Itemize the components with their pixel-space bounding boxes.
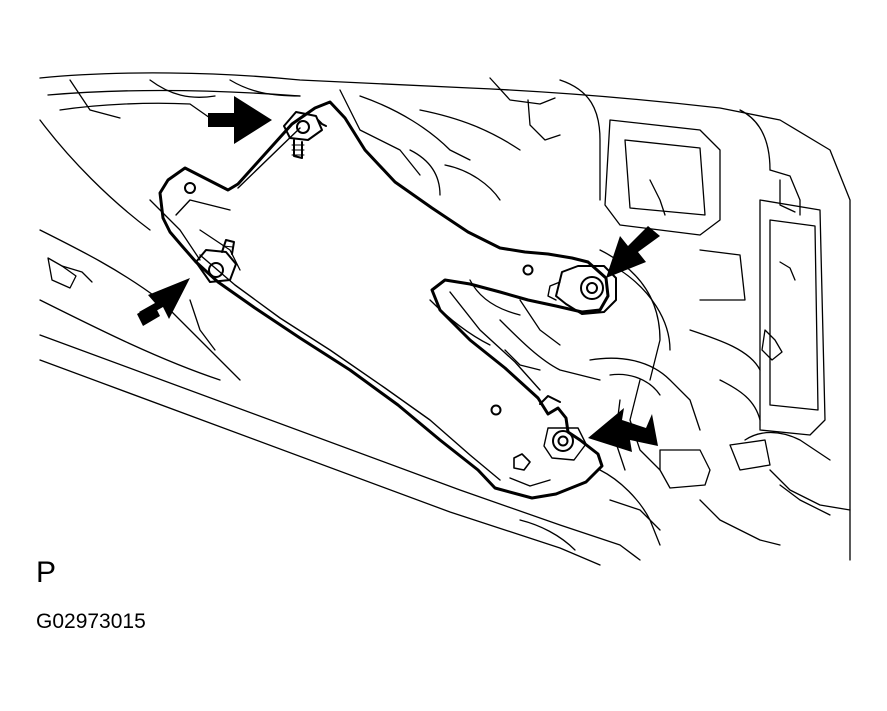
background-components: [39, 72, 851, 566]
bolt-top: [283, 111, 327, 159]
right-bolt-arrow: [606, 226, 660, 278]
figure-code: G02973015: [36, 610, 146, 633]
view-label: P: [36, 556, 57, 589]
bolt-bottom: [509, 427, 587, 487]
arrow-icon: [606, 226, 660, 278]
arrow-icon: [137, 278, 190, 326]
arrow-icon: [588, 408, 658, 452]
arrow-icon: [208, 96, 272, 144]
bottom-bolt-arrow: [588, 408, 658, 452]
top-bolt-arrow: [208, 96, 272, 144]
bolt-left: [195, 239, 237, 283]
mounting-bracket: [158, 100, 610, 500]
bolt-right: [547, 265, 617, 315]
